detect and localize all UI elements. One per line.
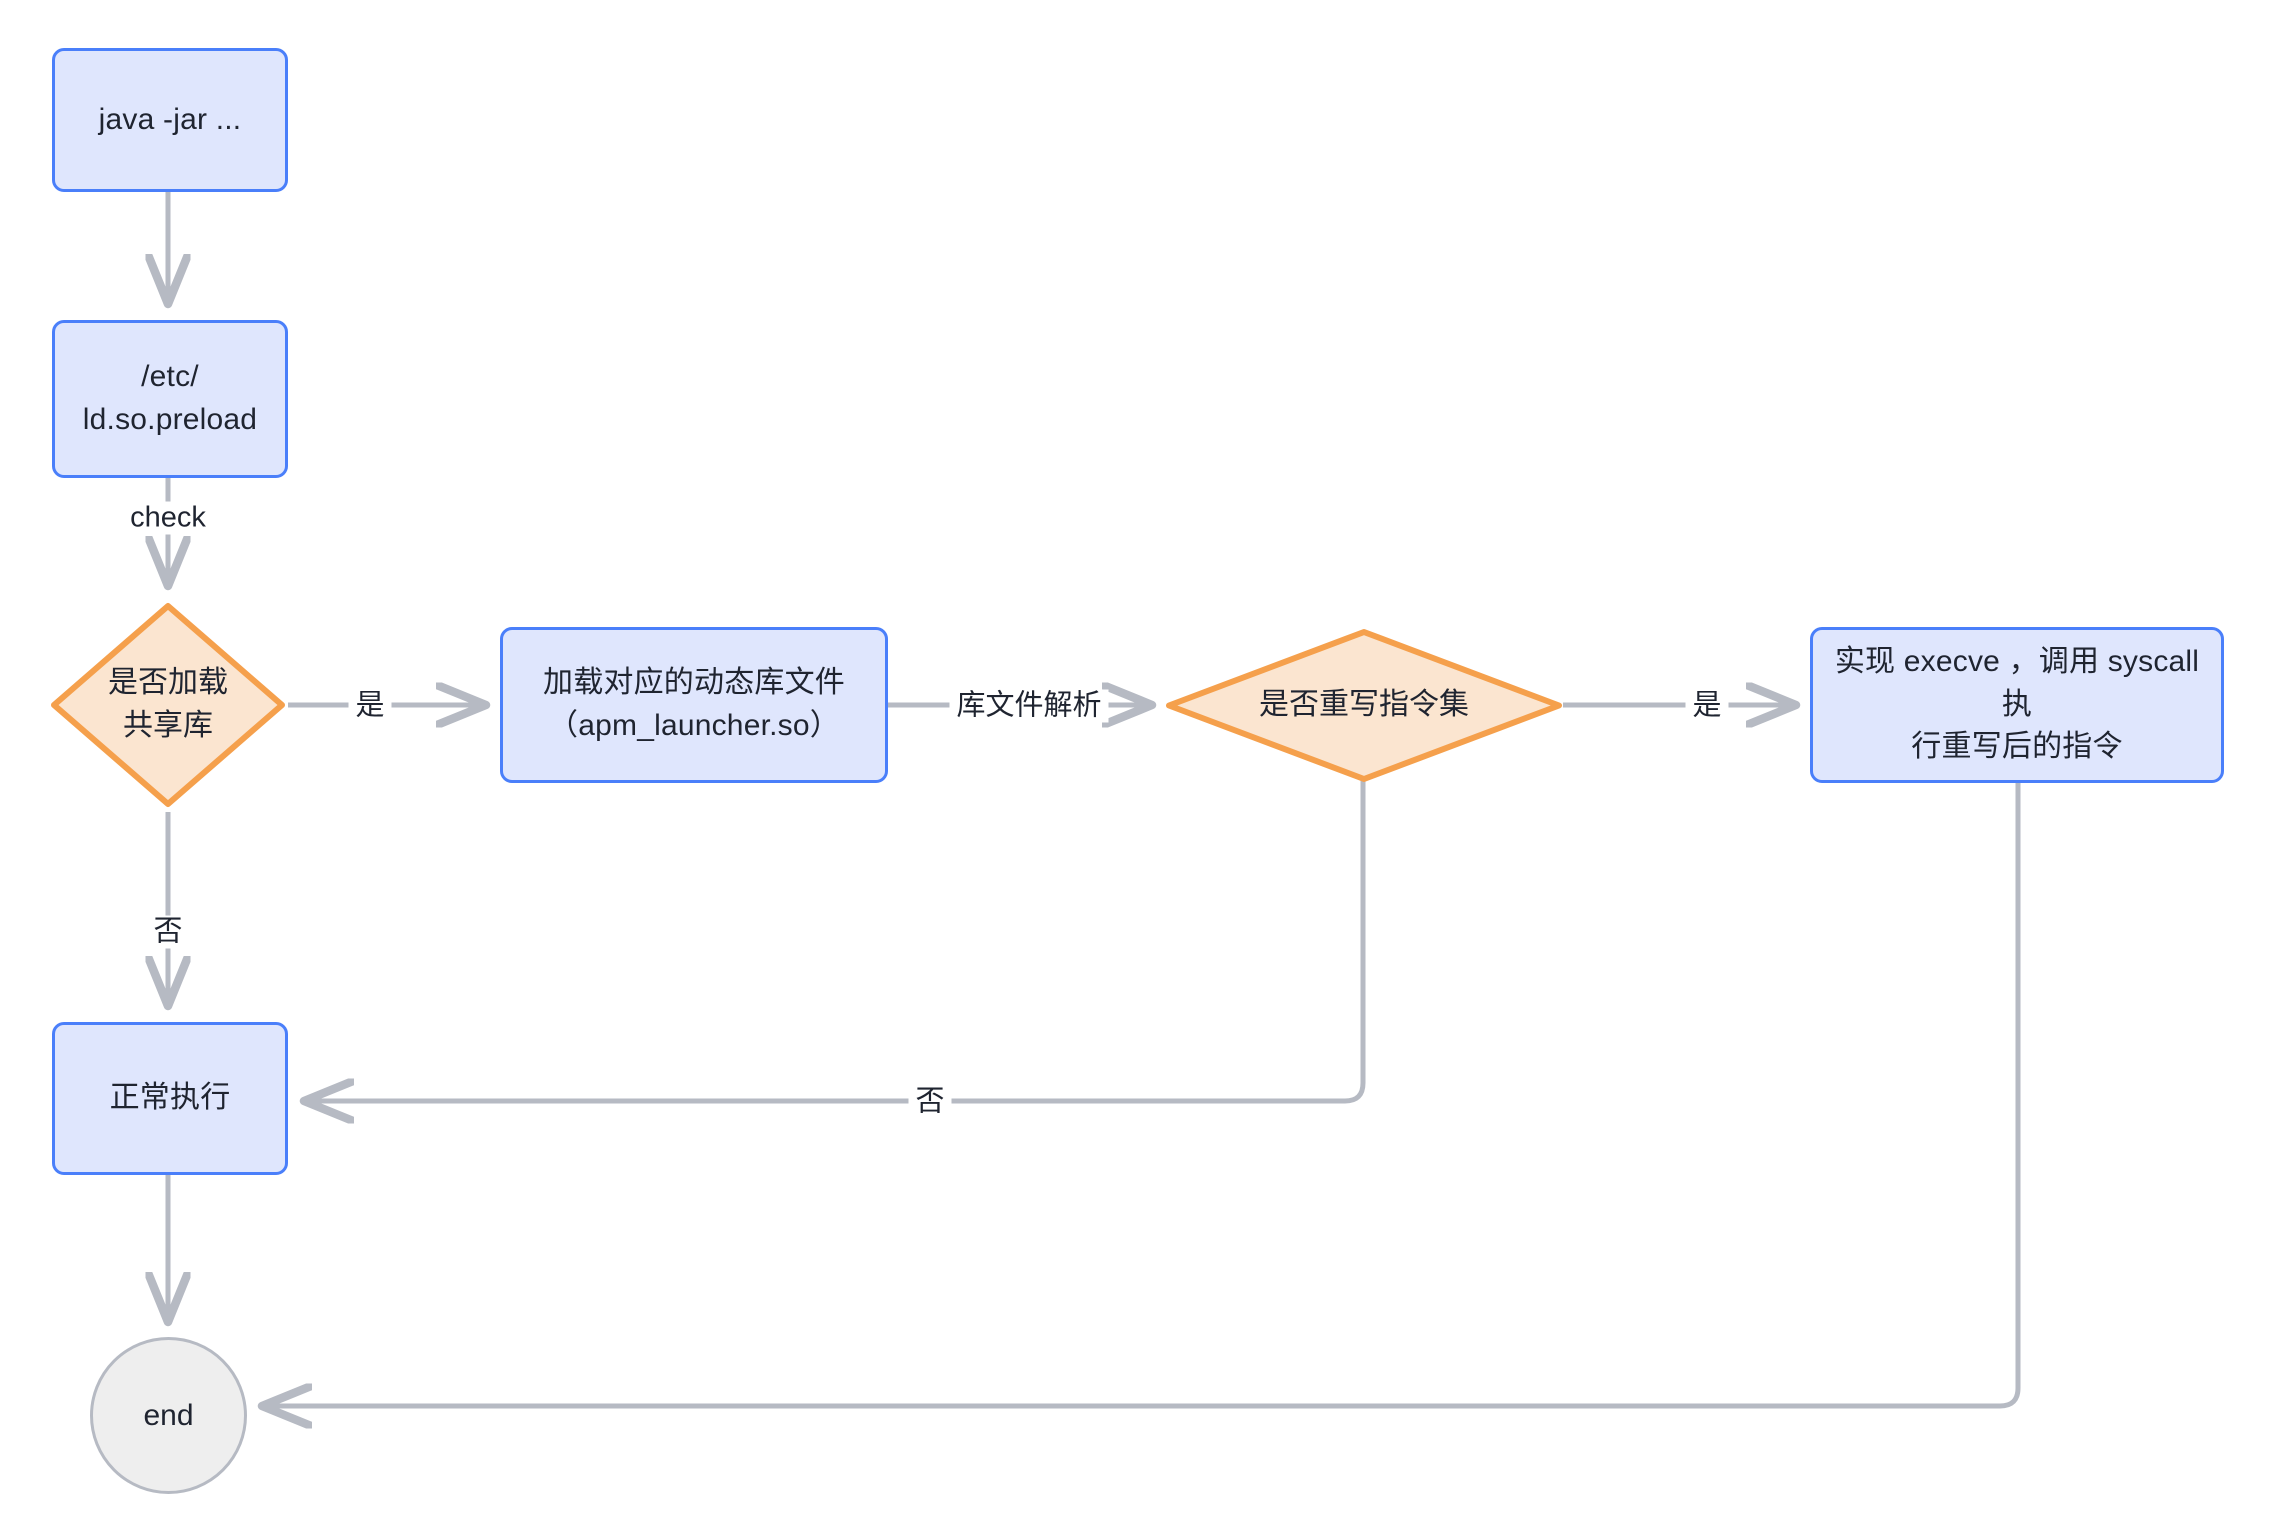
node-load-shared-lib-decision[interactable]: 是否加载 共享库 [50,602,286,808]
edge-label-no-rewrite: 否 [908,1085,952,1119]
edge-decision-rewrite-no [308,778,1366,1101]
node-end[interactable]: end [90,1337,247,1494]
node-normal-execution-label: 正常执行 [109,1081,231,1115]
node-load-shared-lib-decision-label: 是否加载 共享库 [108,666,228,742]
node-normal-execution[interactable]: 正常执行 [52,1022,288,1175]
node-rewrite-instruction-decision[interactable]: 是否重写指令集 [1165,628,1563,783]
edge-label-yes-load: 是 [348,689,392,723]
node-start-cmd-label: java -jar ... [98,102,242,136]
diamond-shape-load-shared-lib [51,603,285,807]
node-end-label: end [143,1398,194,1432]
diamond-shape-rewrite-instruction [1166,629,1562,782]
edge-execve-to-end [266,782,2021,1406]
node-rewrite-instruction-decision-label: 是否重写指令集 [1259,688,1469,722]
edge-label-yes-rewrite: 是 [1685,689,1729,723]
node-start-cmd[interactable]: java -jar ... [52,48,288,192]
edge-label-check: check [123,501,213,535]
node-execve-impl-label: 实现 execve ，调用 syscall 执 行重写后的指令 [1834,645,2200,764]
node-load-dynamic-lib[interactable]: 加载对应的动态库文件 （apm_launcher.so） [500,627,888,783]
node-preload-file[interactable]: /etc/ ld.so.preload [52,320,288,478]
node-preload-file-label: /etc/ ld.so.preload [82,360,258,436]
node-execve-impl[interactable]: 实现 execve ，调用 syscall 执 行重写后的指令 [1810,627,2224,783]
edge-label-no-load: 否 [146,915,190,949]
node-load-dynamic-lib-label: 加载对应的动态库文件 （apm_launcher.so） [543,666,845,742]
edge-label-lib-parse: 库文件解析 [949,689,1109,723]
